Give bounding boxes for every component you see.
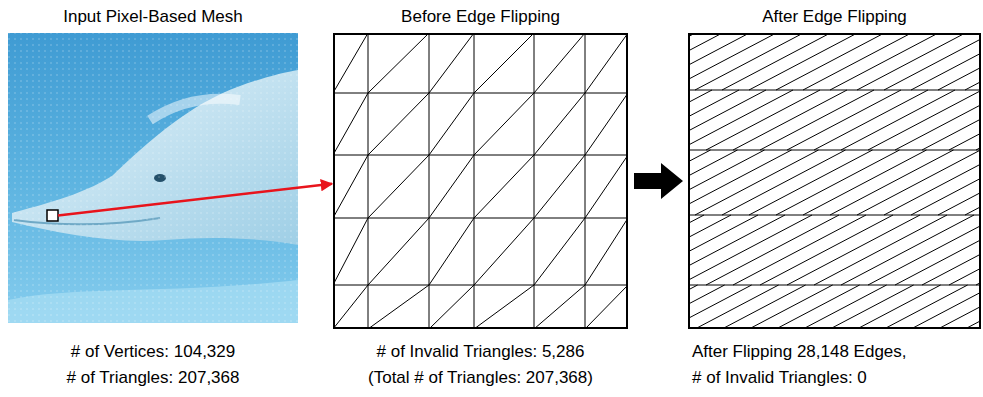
panel-heading: Input Pixel-Based Mesh: [63, 5, 243, 29]
panel-heading: Before Edge Flipping: [401, 5, 560, 29]
panel-caption: After Flipping 28,148 Edges,: [692, 340, 907, 364]
zoom-marker: [47, 210, 58, 221]
panel-heading: After Edge Flipping: [762, 5, 907, 29]
regular-mesh: [333, 33, 628, 329]
mesh-panel: Before Edge Flipping # of Invalid Triangl…: [333, 0, 628, 395]
panel-caption: # of Invalid Triangles: 0: [692, 366, 867, 390]
mesh-panel: Input Pixel-Based Mesh # of Vertices: 104…: [8, 0, 298, 395]
flipped-mesh: [688, 33, 981, 329]
zoom-arrow: [58, 184, 332, 216]
dolphin-photo: [8, 33, 298, 323]
panel-frame: [8, 33, 298, 323]
panel-frame: [688, 33, 981, 329]
mesh-panel: After Edge FlippingAfter Flipping 28,148…: [688, 0, 981, 395]
panel-caption: # of Triangles: 207,368: [67, 366, 240, 390]
panel-frame: [333, 33, 628, 329]
panel-caption: (Total # of Triangles: 207,368): [368, 366, 593, 390]
panel-caption: # of Invalid Triangles: 5,286: [377, 340, 585, 364]
block-arrow: [634, 163, 683, 199]
panel-caption: # of Vertices: 104,329: [71, 340, 235, 364]
